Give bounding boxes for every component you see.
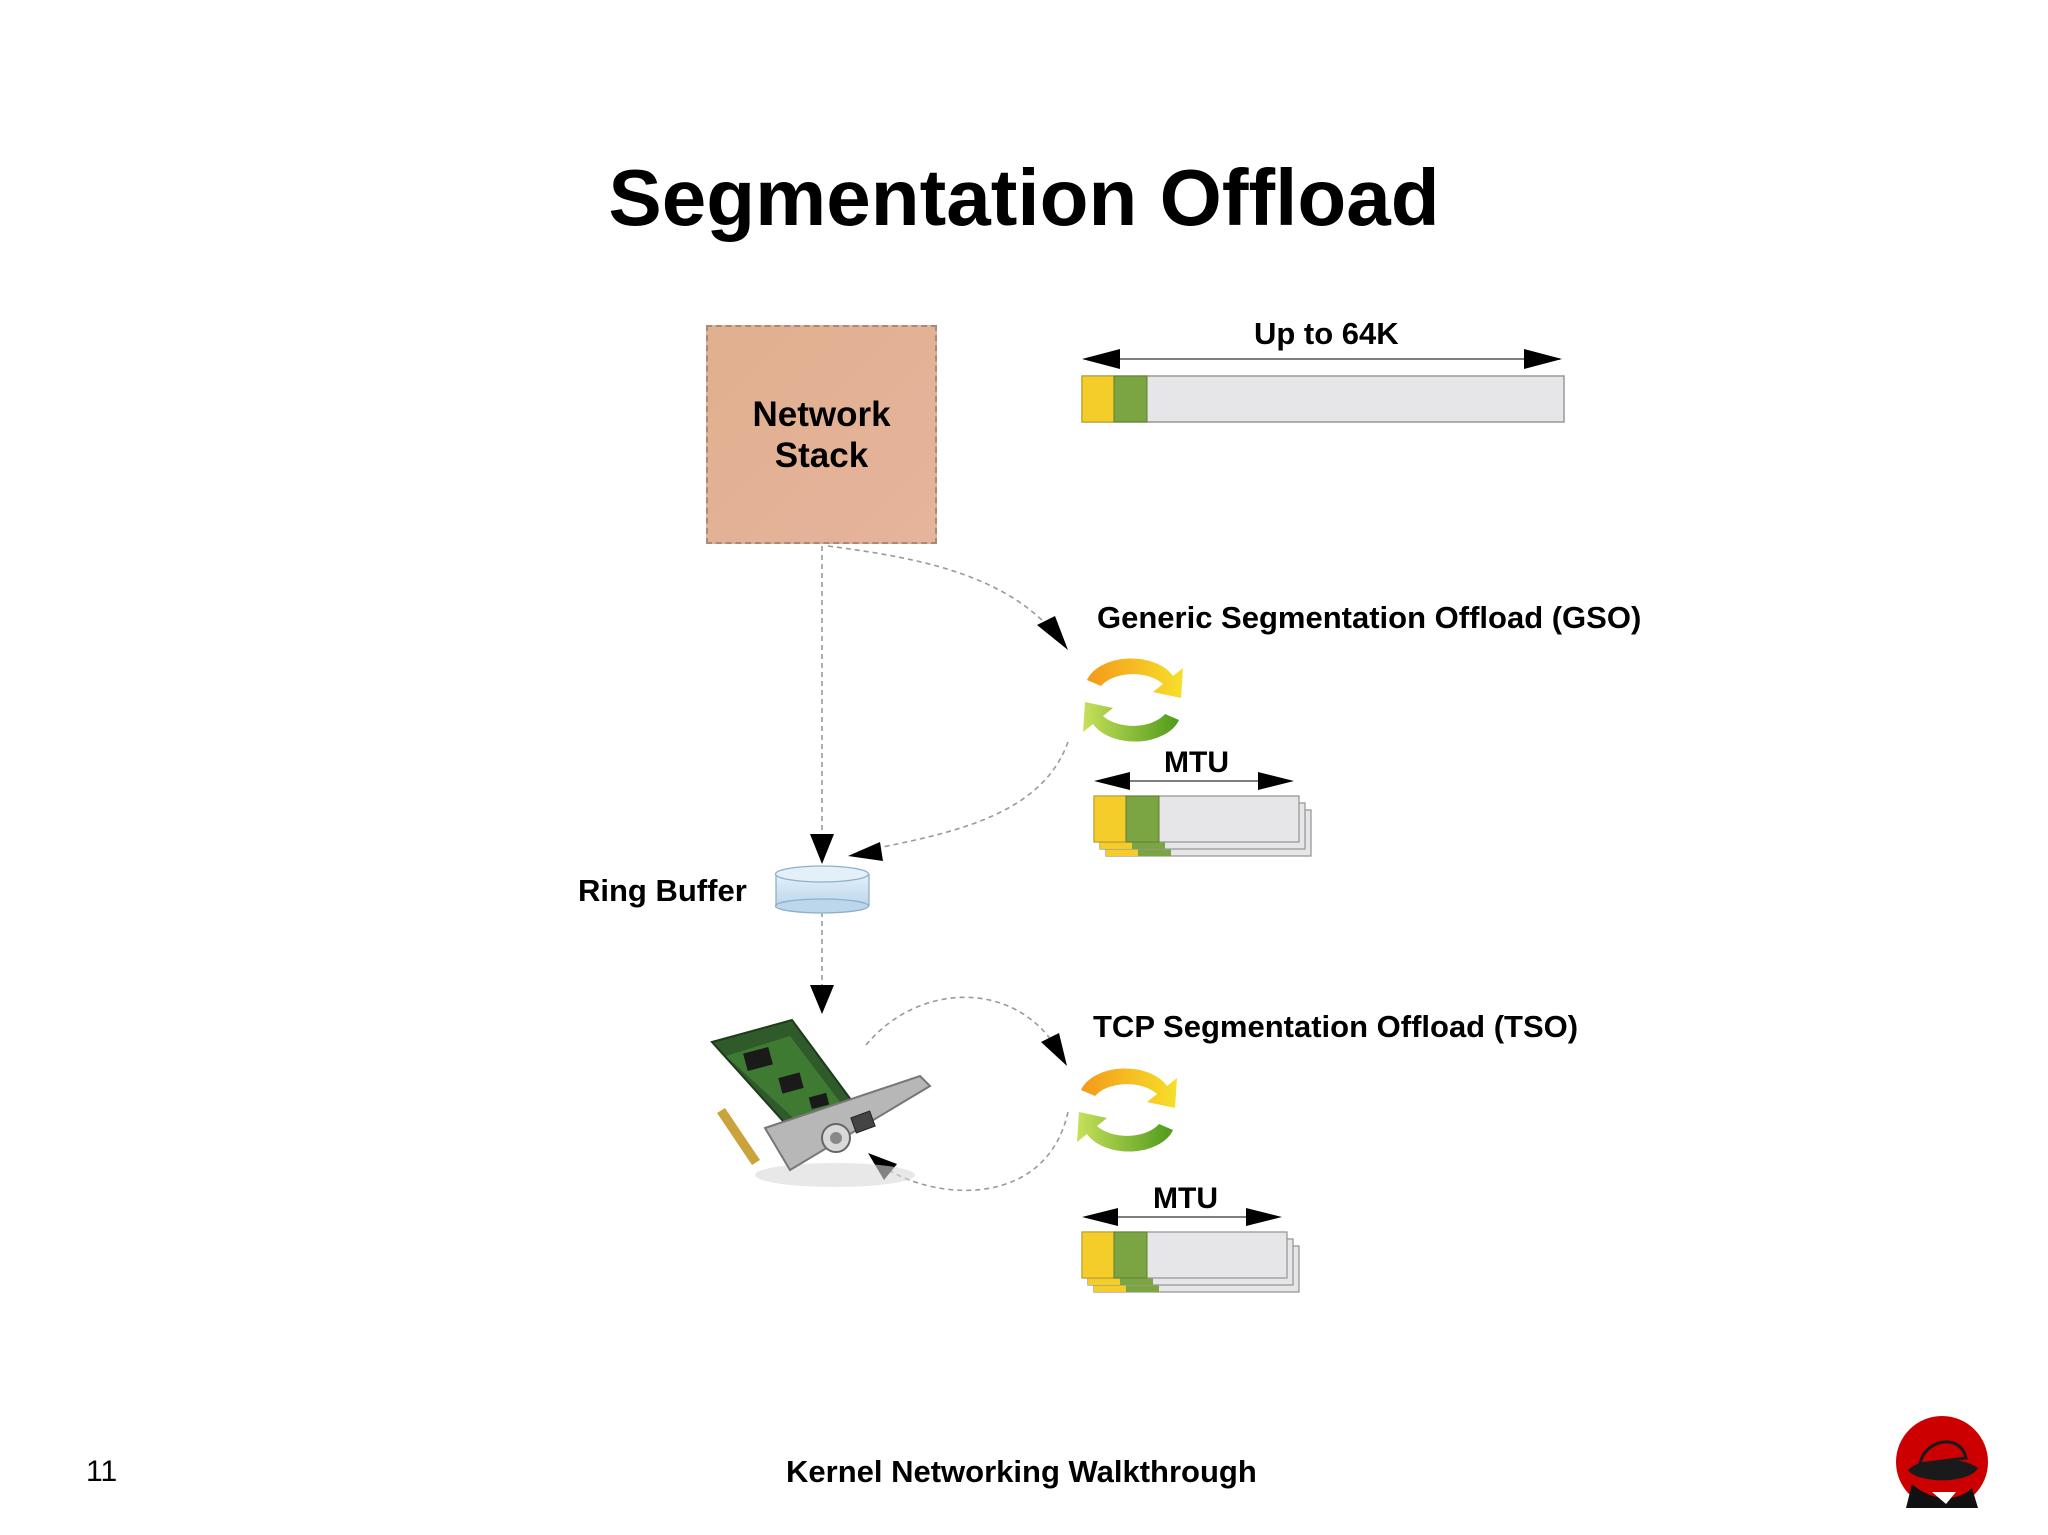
gso-segment-stack xyxy=(1093,795,1312,857)
top-packet xyxy=(1081,375,1565,423)
page-number: 11 xyxy=(86,1455,118,1488)
network-stack-line1: Network xyxy=(752,394,891,434)
tso-segment-stack xyxy=(1081,1231,1300,1293)
network-card-image xyxy=(710,1018,932,1187)
arrow-stack-to-ring xyxy=(810,834,834,864)
up-to-64k-label: Up to 64K xyxy=(1254,316,1399,351)
gso-label: Generic Segmentation Offload (GSO) xyxy=(1097,600,1642,635)
ring-buffer-cylinder xyxy=(774,865,870,914)
network-stack-box: Network Stack xyxy=(706,325,937,544)
gso-mtu-label: MTU xyxy=(1164,746,1229,779)
ring-buffer-label: Ring Buffer xyxy=(578,873,747,908)
slide-title: Segmentation Offload xyxy=(608,153,1440,242)
arrow-to-gso xyxy=(1037,616,1068,650)
arrow-ring-to-nic xyxy=(810,985,834,1014)
tso-label: TCP Segmentation Offload (TSO) xyxy=(1093,1009,1579,1044)
flow-lines xyxy=(821,545,1069,1192)
tso-recycle-arrows-icon xyxy=(1077,1068,1177,1152)
network-stack-line2: Stack xyxy=(774,435,869,475)
gso-recycle-arrows-icon xyxy=(1083,658,1183,742)
gso-mtu-dimension xyxy=(1094,772,1294,790)
tso-mtu-dimension xyxy=(1082,1208,1282,1226)
arrow-gso-to-ring xyxy=(848,842,883,861)
top-packet-dimension xyxy=(1082,349,1562,369)
redhat-logo xyxy=(1896,1416,1988,1508)
tso-mtu-label: MTU xyxy=(1153,1182,1218,1215)
arrow-to-tso xyxy=(1041,1033,1067,1066)
footer-title: Kernel Networking Walkthrough xyxy=(786,1454,1257,1489)
